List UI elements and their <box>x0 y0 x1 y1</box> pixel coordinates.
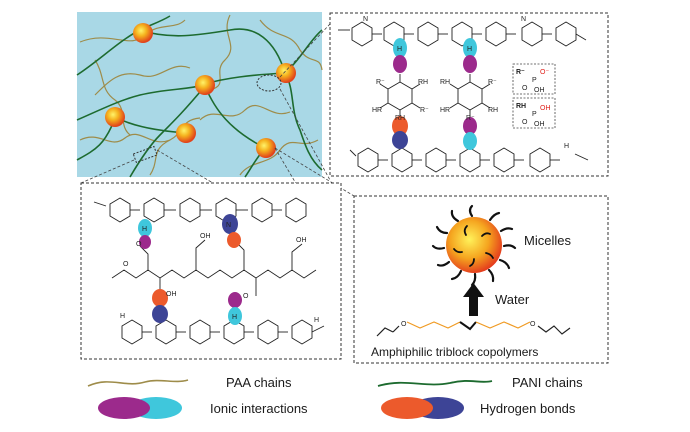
legend-hbond-label: Hydrogen bonds <box>480 401 576 416</box>
micelle-graphic <box>431 204 517 287</box>
chem-label-oh: OH <box>166 291 177 298</box>
chem-label-h: H <box>397 46 402 53</box>
phosphate-o: O <box>522 85 528 92</box>
water-label: Water <box>495 292 530 307</box>
chem-label-h: H <box>564 143 569 150</box>
legend-paa-label: PAA chains <box>226 375 292 390</box>
chem-label-n: N <box>226 222 231 229</box>
hbond-orange-blob <box>227 232 241 248</box>
crosslink-sphere <box>176 123 196 143</box>
chem-label-rh: RH <box>488 107 498 114</box>
crosslink-sphere <box>133 23 153 43</box>
chem-label-h: H <box>142 226 147 233</box>
pani-chain-lower <box>121 319 325 345</box>
ester-o-right: O <box>530 321 536 328</box>
legend: PAA chains PANI chains Ionic interaction… <box>87 375 583 419</box>
phosphate-oh: OH <box>534 121 545 128</box>
ionic-purple-blob <box>393 55 407 73</box>
paa-backbone <box>111 239 317 296</box>
crosslink-sphere <box>276 63 296 83</box>
hbond-navy-blob <box>392 131 408 149</box>
legend-pani-swatch <box>377 380 493 387</box>
chem-label-r-minus: R⁻ <box>488 79 497 86</box>
phosphate-o: O <box>522 119 528 126</box>
chem-label-rh: RH <box>440 79 450 86</box>
hbond-navy-blob <box>222 214 238 234</box>
chem-label-h: H <box>314 317 319 324</box>
r-group-definitions: R⁻ P O⁻ O OH RH P OH O OH <box>512 63 556 129</box>
zoom-marker-ellipse <box>256 74 282 92</box>
ionic-purple-blob <box>228 292 242 308</box>
ionic-cyan-blob <box>228 307 242 325</box>
hydrogel-network-panel <box>76 12 323 178</box>
triblock-copolymer-structure: O O <box>376 321 571 337</box>
r-definition-label: R⁻ <box>516 69 525 76</box>
phosphate-o-minus: O⁻ <box>540 69 549 76</box>
chem-label-hr: HR <box>440 107 450 114</box>
chem-label-rh: RH <box>418 79 428 86</box>
rh-definition-label: RH <box>516 103 526 110</box>
hbond-orange-blob <box>392 116 408 136</box>
paa-pani-interaction-panel: H N O OH OH O OH O H H H <box>80 182 342 360</box>
ionic-crosslink-structure-panel: H H N N R⁻ RH HR R⁻ RH R⁻ HR RH RH R⁻ H … <box>329 12 609 177</box>
r-definition-box <box>512 63 556 95</box>
ester-o-left: O <box>401 321 407 328</box>
hbond-navy-blob <box>152 305 168 323</box>
chem-label-r-minus: R⁻ <box>376 79 385 86</box>
phosphate-p: P <box>532 111 537 118</box>
ionic-cyan-blob <box>463 132 477 150</box>
ionic-cyan-blob <box>138 219 152 237</box>
ionic-purple-blob <box>139 235 151 249</box>
micelle-core <box>446 217 502 273</box>
chem-label-r-minus: R⁻ <box>420 107 429 114</box>
chem-label-n: N <box>521 16 526 23</box>
pani-chain-bottom <box>349 147 589 173</box>
zoom-marker-rect <box>132 145 158 164</box>
ionic-cyan-blob <box>393 38 407 58</box>
crosslink-sphere <box>195 75 215 95</box>
ionic-cyan-blob <box>463 38 477 58</box>
phosphate-p: P <box>532 77 537 84</box>
ionic-purple-blob <box>463 55 477 73</box>
phosphate-oh-red: OH <box>540 105 551 112</box>
micelles-label: Micelles <box>524 233 571 248</box>
legend-paa-swatch <box>87 379 189 387</box>
water-arrow <box>463 283 484 316</box>
micelle-tails <box>431 204 517 287</box>
chem-label-o: O <box>136 241 142 248</box>
panel-border <box>80 182 342 360</box>
micelle-formation-panel: Micelles Water O O Amphiphilic triblock … <box>353 195 609 364</box>
chem-label-hr: HR <box>372 107 382 114</box>
legend-ionic-label: Ionic interactions <box>210 401 308 416</box>
chem-label-o: O <box>243 293 249 300</box>
crosslink-sphere <box>105 107 125 127</box>
ionic-purple-blob <box>463 117 477 135</box>
network-crosslink-spheres <box>105 23 296 158</box>
chem-label-rh: RH <box>395 115 405 122</box>
chem-label-r-minus: R⁻ <box>466 115 475 122</box>
chem-label-o: O <box>123 261 129 268</box>
chem-label-oh: OH <box>296 237 307 244</box>
chem-label-h: H <box>120 313 125 320</box>
copolymer-label: Amphiphilic triblock copolymers <box>371 345 538 359</box>
legend-pani-label: PANI chains <box>512 375 583 390</box>
legend-hbond-orange-swatch <box>381 397 433 419</box>
chem-label-oh: OH <box>200 233 211 240</box>
chem-label-h: H <box>467 46 472 53</box>
chem-label-n: N <box>363 16 368 23</box>
micelle-inner-tails <box>453 225 494 267</box>
crosslink-sphere <box>256 138 276 158</box>
phosphate-oh: OH <box>534 87 545 94</box>
chem-label-h: H <box>232 314 237 321</box>
rh-definition-box <box>512 97 556 129</box>
hbond-orange-blob <box>152 289 168 307</box>
pani-chain-upper <box>93 197 307 223</box>
legend-ionic-purple-swatch <box>98 397 150 419</box>
